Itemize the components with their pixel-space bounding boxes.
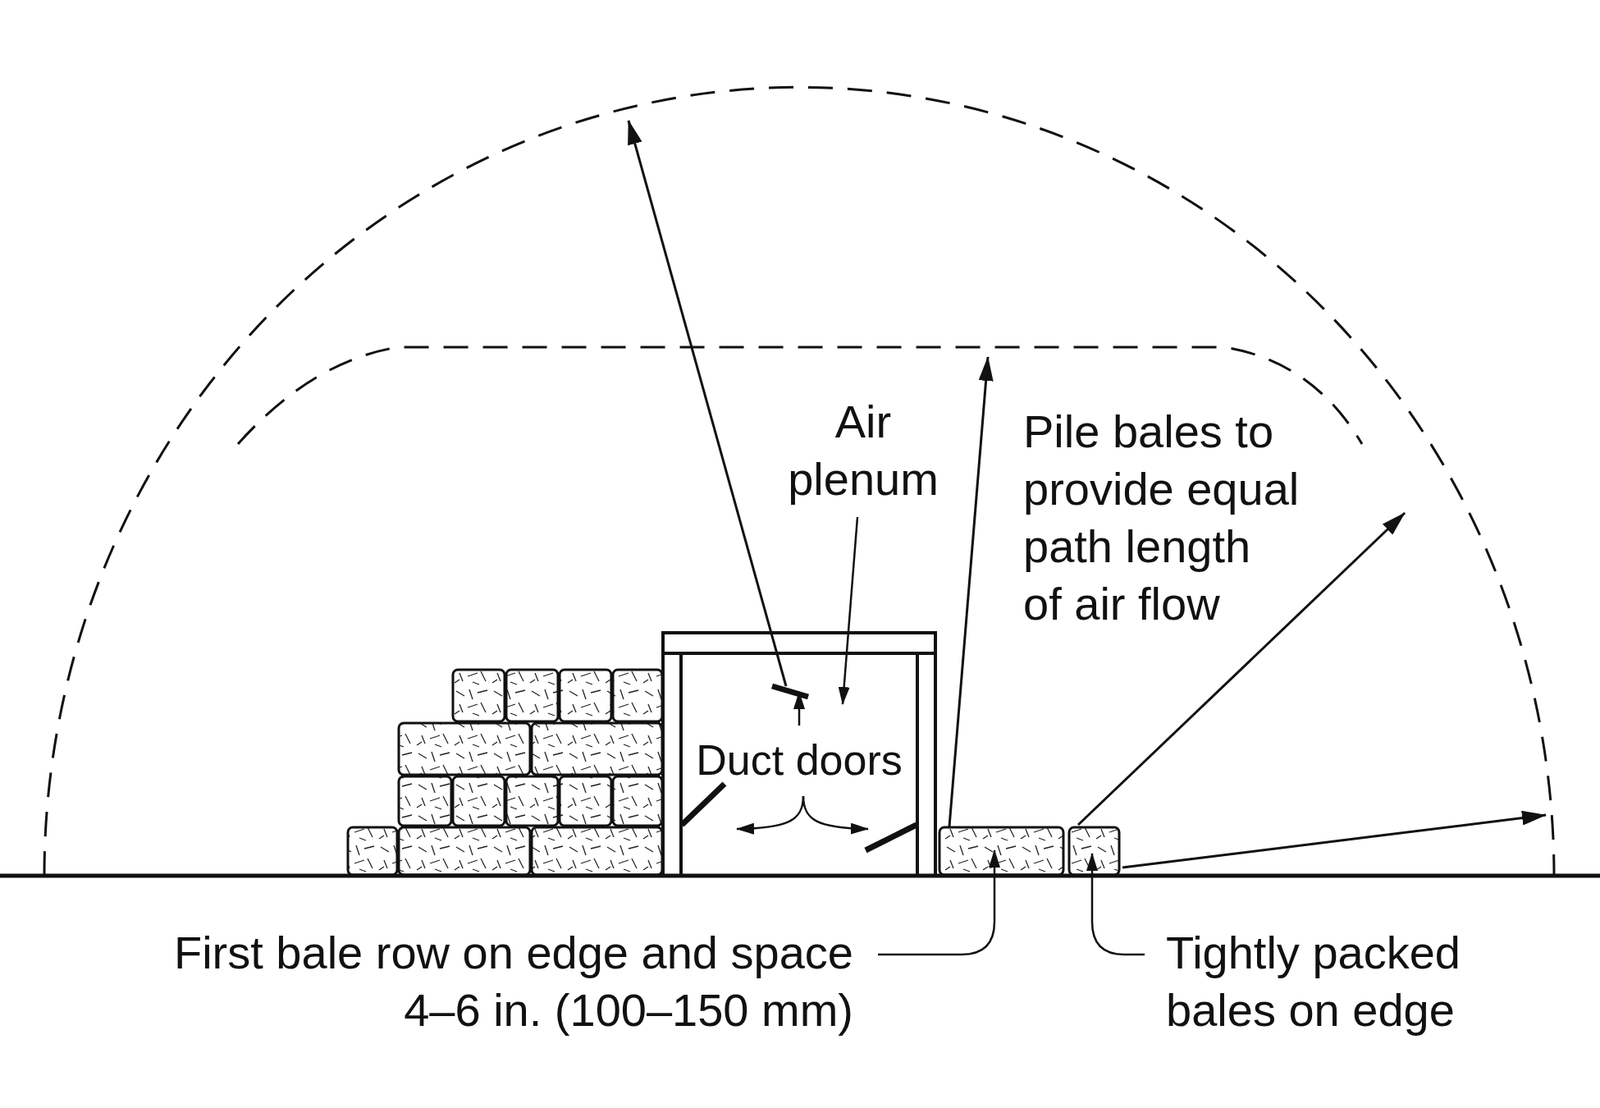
text-line: Pile bales to [1023, 402, 1299, 461]
text-line: path length [1023, 517, 1299, 576]
note-label: Tightly packed bales on edge [1165, 923, 1461, 1039]
ground-line [0, 873, 1600, 878]
note-label: Pile bales to provide equal path length … [1023, 402, 1299, 633]
text-line: bales on edge [1165, 981, 1461, 1039]
text-line: Air [787, 393, 939, 451]
text-line: of air flow [1023, 575, 1299, 633]
text-line: provide equal [1023, 460, 1299, 518]
text-line: Duct doors [695, 732, 902, 787]
duct-doors [681, 685, 917, 851]
text-line: 4–6 in. (100–150 mm) [173, 981, 854, 1039]
air-flow-arrows [628, 120, 1546, 868]
text-line: plenum [787, 450, 939, 508]
part-label: Duct doors [695, 732, 902, 787]
text-line: First bale row on edge and space [173, 923, 854, 982]
text-line: Tightly packed [1165, 923, 1461, 982]
part-label: Air plenum [787, 393, 939, 508]
air-plenum-frame [662, 632, 936, 876]
hay-bales [347, 669, 1120, 875]
dimension-note: First bale row on edge and space 4–6 in.… [173, 923, 854, 1039]
outer-pile-envelope [44, 86, 1555, 876]
